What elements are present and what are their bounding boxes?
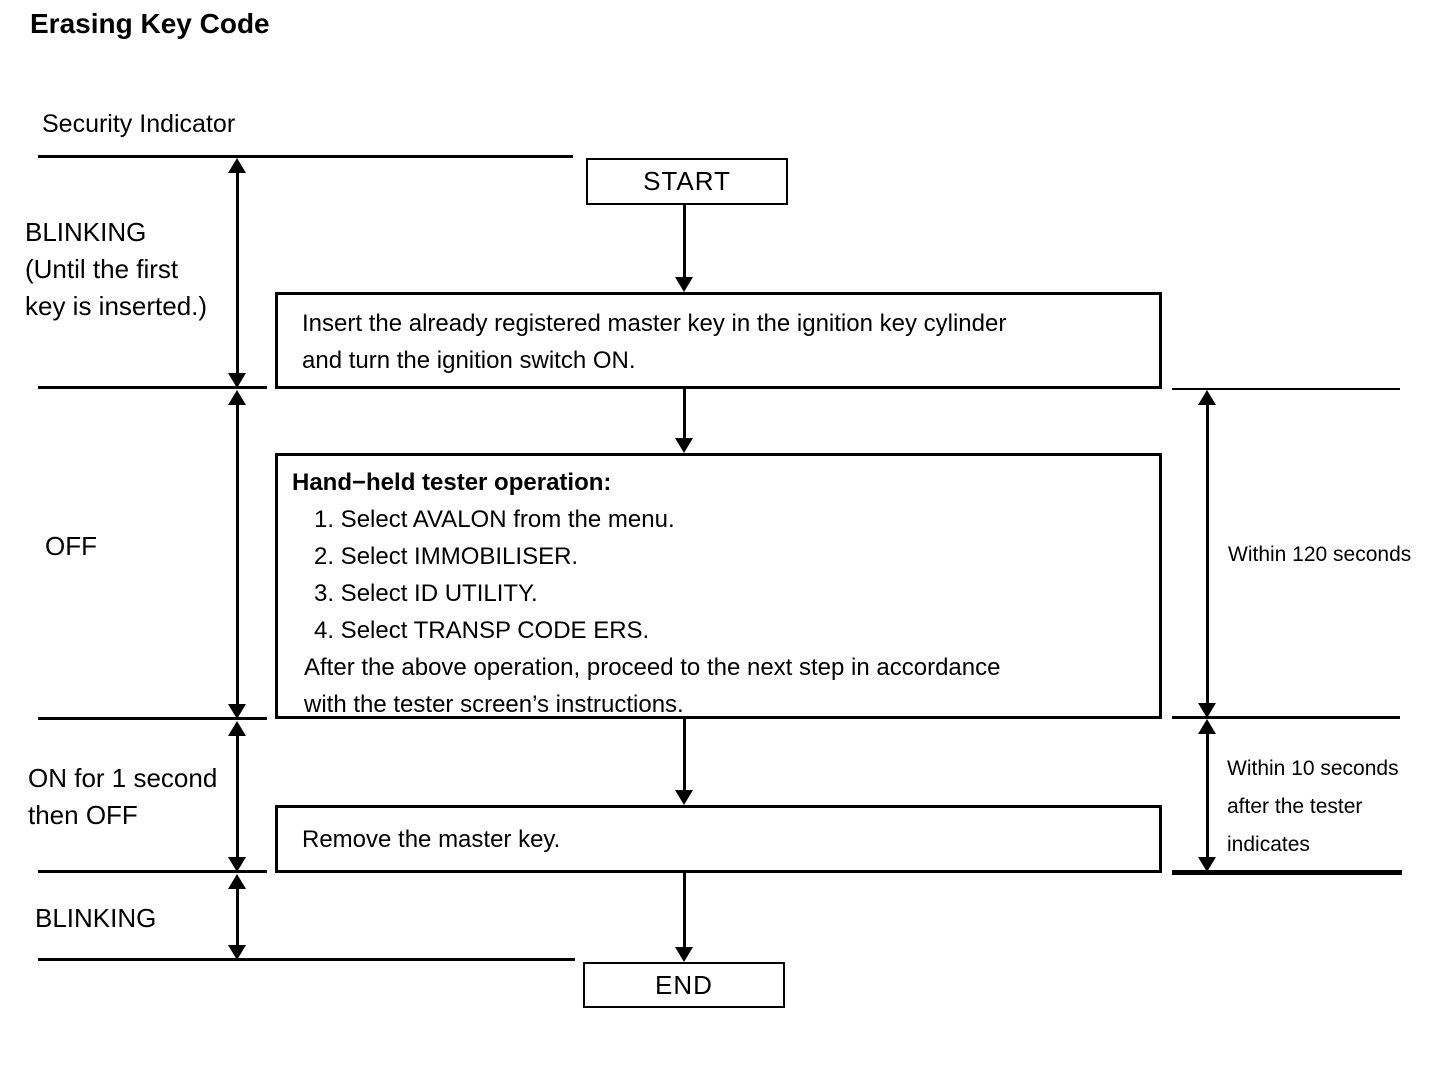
timing-label-line: Within 120 seconds — [1228, 543, 1412, 566]
flow-step-insert-key: Insert the already registered master key… — [275, 292, 1162, 389]
indicator-timeline-top-line — [38, 155, 573, 158]
arrowhead-up-icon — [1198, 390, 1216, 405]
page-title: Erasing Key Code — [30, 8, 270, 39]
state-label-off: OFF — [45, 528, 97, 565]
step-text-line: Insert the already registered master key… — [302, 310, 1007, 337]
state-label-line: ON for 1 second — [28, 763, 218, 793]
end-label: END — [655, 969, 713, 1000]
tester-operation-item-4: 4. Select TRANSP CODE ERS. — [314, 617, 650, 644]
range-arrow-blinking-final — [228, 874, 246, 960]
arrowhead-down-icon — [228, 704, 246, 719]
state-label-on-1-second: ON for 1 second then OFF — [28, 760, 217, 834]
indicator-timeline-line-3 — [38, 717, 267, 720]
state-label-line: (Until the first — [25, 254, 179, 284]
arrowhead-up-icon — [228, 390, 246, 405]
arrowhead-down-icon — [228, 373, 246, 388]
flow-step-tester-operation: Hand−held tester operation: 1. Select AV… — [275, 453, 1162, 719]
state-label-blinking-initial: BLINKING (Until the first key is inserte… — [25, 214, 207, 325]
flow-step-remove-key: Remove the master key. — [275, 805, 1162, 873]
arrowhead-down-icon — [228, 945, 246, 960]
timing-label-120-seconds: Within 120 seconds — [1228, 536, 1411, 574]
arrowhead-down-icon — [1198, 703, 1216, 718]
indicator-timeline-bottom-line — [38, 958, 575, 961]
range-arrow-on-1-second — [228, 721, 246, 872]
tester-operation-item-3: 3. Select ID UTILITY. — [314, 580, 538, 607]
timing-label-line: after the tester — [1227, 795, 1363, 818]
timing-arrow-120-seconds — [1198, 390, 1216, 718]
arrowhead-up-icon — [1198, 719, 1216, 734]
arrowhead-down-icon — [1198, 857, 1216, 872]
timing-line-top — [1172, 388, 1400, 390]
timing-label-10-seconds: Within 10 seconds after the tester indic… — [1227, 750, 1399, 864]
state-label-line: BLINKING — [25, 217, 147, 247]
arrowhead-up-icon — [228, 874, 246, 889]
state-label-line: BLINKING — [35, 903, 157, 933]
indicator-timeline-line-2 — [38, 386, 267, 389]
start-label: START — [643, 166, 731, 196]
range-arrow-off — [228, 390, 246, 719]
state-label-line: OFF — [45, 531, 97, 561]
flow-arrow-step3-to-end — [675, 873, 693, 962]
end-box: END — [583, 962, 785, 1008]
step-text-line: Remove the master key. — [302, 825, 561, 853]
tester-operation-heading: Hand−held tester operation: — [292, 469, 612, 496]
state-label-blinking-final: BLINKING — [35, 900, 156, 937]
range-arrow-blinking-initial — [228, 158, 246, 388]
flow-arrow-step2-to-step3 — [675, 719, 693, 805]
timing-line-bottom — [1172, 870, 1402, 875]
flow-arrow-start-to-step1 — [675, 205, 693, 292]
state-label-line: key is inserted.) — [25, 291, 208, 321]
arrowhead-down-icon — [228, 857, 246, 872]
arrowhead-up-icon — [228, 721, 246, 736]
indicator-timeline-line-4 — [38, 870, 267, 873]
arrowhead-up-icon — [228, 158, 246, 173]
state-label-line: then OFF — [28, 800, 138, 830]
tester-operation-note-line: with the tester screen’s instructions. — [304, 691, 684, 718]
timing-label-line: indicates — [1227, 833, 1310, 856]
timing-line-middle — [1172, 716, 1400, 719]
step-text-line: and turn the ignition switch ON. — [302, 347, 636, 374]
tester-operation-item-1: 1. Select AVALON from the menu. — [314, 506, 675, 533]
security-indicator-label: Security Indicator — [42, 110, 236, 138]
timing-arrow-10-seconds — [1198, 719, 1216, 872]
tester-operation-note-line: After the above operation, proceed to th… — [304, 654, 1001, 681]
flow-arrow-step1-to-step2 — [675, 389, 693, 453]
start-box: START — [586, 158, 788, 205]
tester-operation-item-2: 2. Select IMMOBILISER. — [314, 543, 579, 570]
timing-label-line: Within 10 seconds — [1227, 757, 1399, 780]
